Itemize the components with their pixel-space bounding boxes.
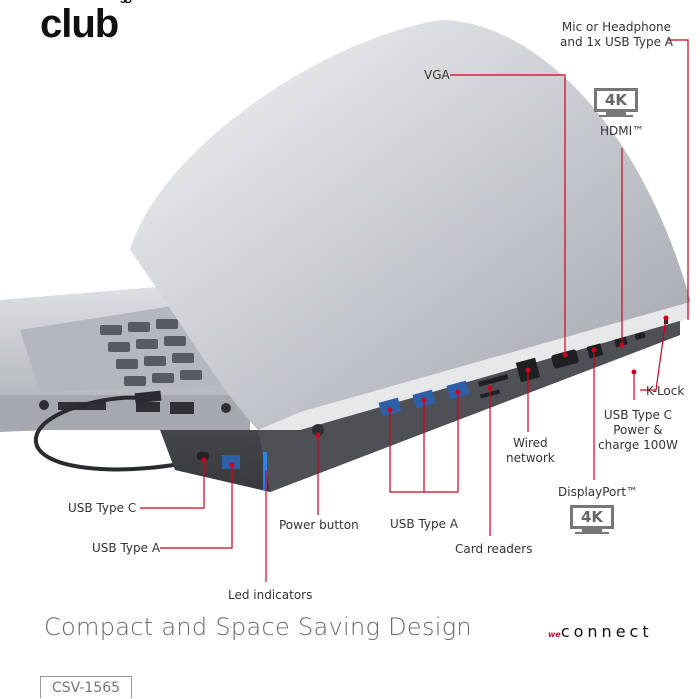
led-indicators-label: Led indicators bbox=[228, 588, 313, 602]
callout-lines bbox=[140, 39, 689, 582]
laptop-lid bbox=[130, 20, 690, 430]
callout-dots bbox=[201, 315, 669, 468]
usbc-power-label: USB Type C Power & charge 100W bbox=[598, 408, 678, 452]
usb-type-a-mid-label: USB Type A bbox=[390, 517, 459, 531]
page-title: Compact and Space Saving Design bbox=[44, 613, 472, 641]
mic-label: Mic or Headphone and 1x USB Type A bbox=[560, 20, 673, 49]
weconnect-logo: weconnect bbox=[548, 622, 653, 641]
usb-c-cable bbox=[33, 395, 201, 472]
product-code: CSV-1565 bbox=[40, 676, 132, 698]
dp-4k-badge: 4K bbox=[570, 505, 614, 534]
wired-network-label: Wired network bbox=[506, 436, 555, 465]
club3d-logo: club3D bbox=[40, 0, 132, 46]
hdmi-label: HDMI™ bbox=[600, 124, 645, 138]
vga-label: VGA bbox=[424, 68, 450, 82]
usb-type-c-label: USB Type C bbox=[68, 501, 137, 515]
displayport-label: DisplayPort™ bbox=[558, 485, 639, 499]
card-readers-label: Card readers bbox=[455, 542, 533, 556]
klock-label: K-Lock bbox=[646, 384, 685, 398]
usb-type-a-left-label: USB Type A bbox=[92, 541, 161, 555]
hdmi-4k-badge: 4K bbox=[594, 88, 638, 117]
power-button-label: Power button bbox=[279, 518, 359, 532]
